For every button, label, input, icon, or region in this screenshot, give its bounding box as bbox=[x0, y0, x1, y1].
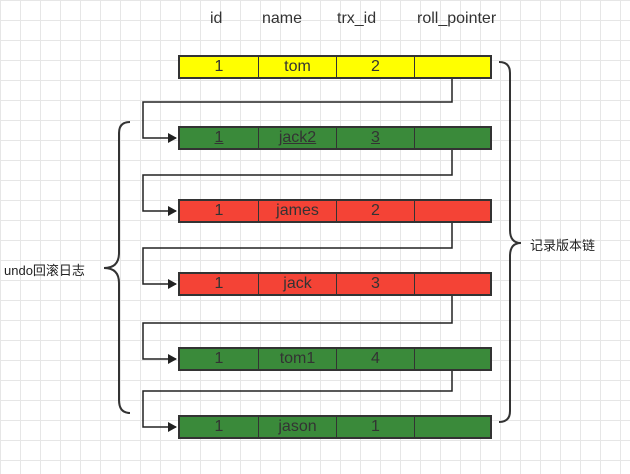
roll-pointer-arrow bbox=[142, 150, 453, 216]
record-cell-id: 1 bbox=[180, 128, 259, 148]
record-cell-trx-id: 2 bbox=[337, 201, 415, 221]
record-cell-roll-pointer bbox=[415, 57, 490, 77]
undo-log-label: undo回滚日志 bbox=[4, 263, 85, 278]
roll-pointer-arrow bbox=[142, 223, 453, 289]
record-cell-trx-id: 2 bbox=[337, 57, 415, 77]
record-cell-name: jack bbox=[259, 274, 337, 294]
record-cell-name: jack2 bbox=[259, 128, 337, 148]
header-trx-id: trx_id bbox=[337, 10, 377, 27]
record-cell-trx-id: 3 bbox=[337, 128, 415, 148]
header-id: id bbox=[210, 10, 223, 27]
record-cell-roll-pointer bbox=[415, 201, 490, 221]
record-cell-id: 1 bbox=[180, 201, 259, 221]
roll-pointer-arrow bbox=[142, 296, 453, 364]
header-name: name bbox=[262, 10, 303, 27]
record-cell-trx-id: 4 bbox=[337, 349, 415, 369]
roll-pointer-arrow bbox=[142, 79, 453, 143]
record-cell-name: james bbox=[259, 201, 337, 221]
header-roll-pointer: roll_pointer bbox=[417, 10, 497, 27]
record-cell-id: 1 bbox=[180, 349, 259, 369]
undo-log-brace bbox=[103, 121, 131, 414]
record-cell-roll-pointer bbox=[415, 274, 490, 294]
record-cell-id: 1 bbox=[180, 417, 259, 437]
record-cell-trx-id: 1 bbox=[337, 417, 415, 437]
record-cell-roll-pointer bbox=[415, 128, 490, 148]
record-cell-id: 1 bbox=[180, 57, 259, 77]
version-chain-label: 记录版本链 bbox=[530, 238, 596, 253]
record-cell-name: tom bbox=[259, 57, 337, 77]
roll-pointer-arrow bbox=[142, 371, 453, 432]
roll-pointer-arrows bbox=[142, 79, 453, 432]
record-cell-name: jason bbox=[259, 417, 337, 437]
record-cell-roll-pointer bbox=[415, 349, 490, 369]
record-cell-id: 1 bbox=[180, 274, 259, 294]
record-cell-trx-id: 3 bbox=[337, 274, 415, 294]
version-chain-brace bbox=[498, 61, 522, 423]
record-cell-name: tom1 bbox=[259, 349, 337, 369]
record-cell-roll-pointer bbox=[415, 417, 490, 437]
